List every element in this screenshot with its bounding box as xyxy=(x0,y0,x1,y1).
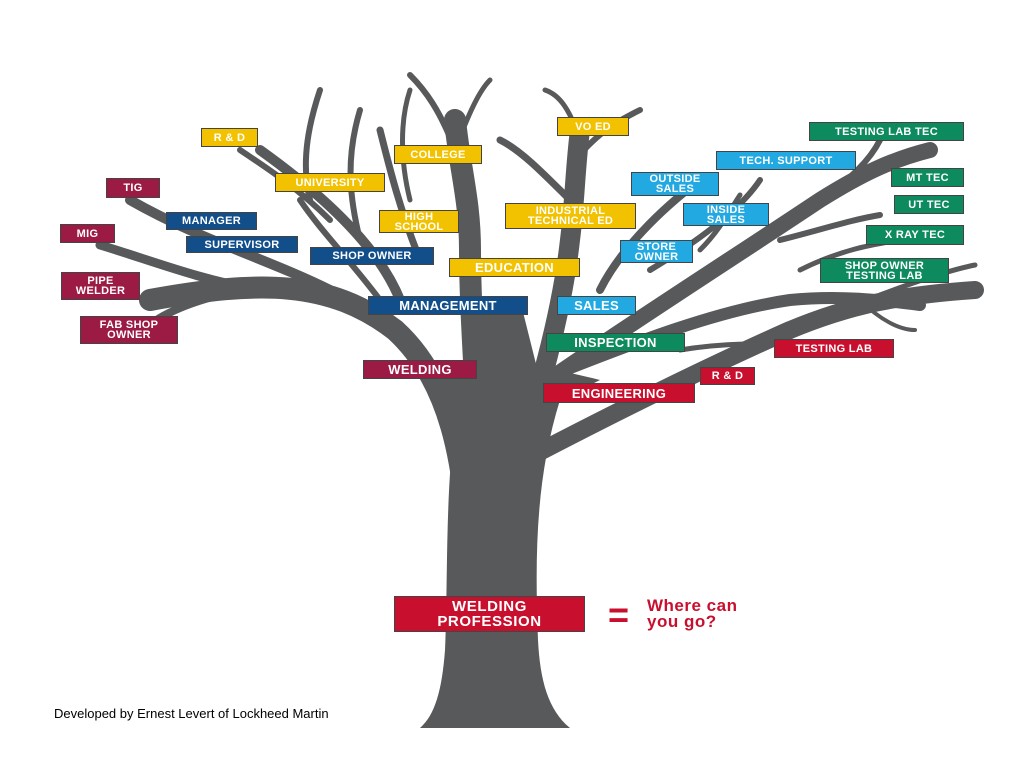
credit-text: Developed by Ernest Levert of Lockheed M… xyxy=(54,706,329,721)
label-r-and-d-top: R & D xyxy=(201,128,258,147)
label-college: COLLEGE xyxy=(394,145,482,164)
label-inspection: INSPECTION xyxy=(546,333,685,352)
label-industrial-technical-ed: INDUSTRIAL TECHNICAL ED xyxy=(505,203,636,229)
label-shop-owner-testing-lab: SHOP OWNER TESTING LAB xyxy=(820,258,949,283)
label-education: EDUCATION xyxy=(449,258,580,277)
label-inside-sales: INSIDE SALES xyxy=(683,203,769,226)
welding-profession-box: WELDING PROFESSION xyxy=(394,596,585,632)
label-management: MANAGEMENT xyxy=(368,296,528,315)
label-sales: SALES xyxy=(557,296,636,315)
label-pipe-welder: PIPE WELDER xyxy=(61,272,140,300)
label-testing-lab: TESTING LAB xyxy=(774,339,894,358)
label-outside-sales: OUTSIDE SALES xyxy=(631,172,719,196)
label-store-owner: STORE OWNER xyxy=(620,240,693,263)
label-manager: MANAGER xyxy=(166,212,257,230)
label-shop-owner: SHOP OWNER xyxy=(310,247,434,265)
label-mt-tec: MT TEC xyxy=(891,168,964,187)
label-x-ray-tec: X RAY TEC xyxy=(866,225,964,245)
label-engineering: ENGINEERING xyxy=(543,383,695,403)
label-mig: MIG xyxy=(60,224,115,243)
label-university: UNIVERSITY xyxy=(275,173,385,192)
label-high-school: HIGH SCHOOL xyxy=(379,210,459,233)
label-welding: WELDING xyxy=(363,360,477,379)
label-vo-ed: VO ED xyxy=(557,117,629,136)
label-testing-lab-tec: TESTING LAB TEC xyxy=(809,122,964,141)
equals-sign: = xyxy=(608,594,630,635)
label-tech-support: TECH. SUPPORT xyxy=(716,151,856,170)
label-ut-tec: UT TEC xyxy=(894,195,964,214)
where-can-you-go-text: Where can you go? xyxy=(647,596,738,631)
label-supervisor: SUPERVISOR xyxy=(186,236,298,253)
label-tig: TIG xyxy=(106,178,160,198)
label-r-and-d-lower: R & D xyxy=(700,367,755,385)
label-fab-shop-owner: FAB SHOP OWNER xyxy=(80,316,178,344)
